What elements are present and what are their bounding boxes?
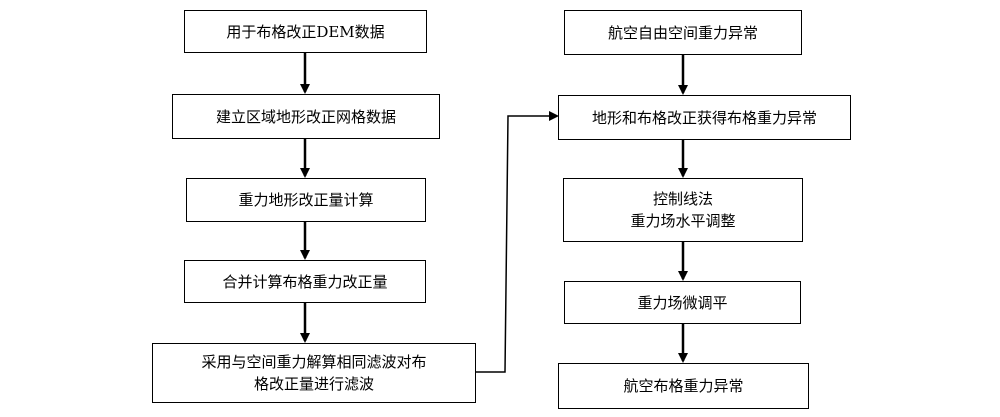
node-free-air-anomaly: 航空自由空间重力异常 [564,10,802,55]
node-micro-leveling: 重力场微调平 [564,281,801,324]
node-bouguer-anomaly-line-1: 地形和布格改正获得布格重力异常 [591,108,817,127]
node-free-air-anomaly-line-1: 航空自由空间重力异常 [607,23,758,42]
node-filter-correction-line-1: 采用与空间重力解算相同滤波对布 [201,353,427,371]
node-airborne-bouguer-anomaly: 航空布格重力异常 [558,363,809,409]
node-build-grid: 建立区域地形改正网格数据 [172,94,440,139]
node-merge-correction-line-1: 合并计算布格重力改正量 [222,272,388,291]
node-control-line-leveling-line-2: 重力场水平调整 [630,212,736,230]
node-filter-correction: 采用与空间重力解算相同滤波对布 格改正量进行滤波 [152,343,476,403]
node-bouguer-anomaly: 地形和布格改正获得布格重力异常 [558,95,851,140]
node-dem-data-line-1: 用于布格改正DEM数据 [226,22,385,41]
node-dem-data: 用于布格改正DEM数据 [184,10,427,53]
node-terrain-correction: 重力地形改正量计算 [186,178,426,222]
node-airborne-bouguer-anomaly-line-1: 航空布格重力异常 [623,377,744,395]
node-filter-correction-line-2: 格改正量进行滤波 [253,375,374,393]
node-build-grid-line-1: 建立区域地形改正网格数据 [215,107,396,126]
arrow-filter-to-bouguer [476,111,559,373]
node-merge-correction: 合并计算布格重力改正量 [184,260,426,303]
node-control-line-leveling-line-1: 控制线法 [652,190,713,208]
node-control-line-leveling: 控制线法 重力场水平调整 [563,178,803,242]
node-micro-leveling-line-1: 重力场微调平 [637,293,728,312]
node-terrain-correction-line-1: 重力地形改正量计算 [238,191,374,209]
